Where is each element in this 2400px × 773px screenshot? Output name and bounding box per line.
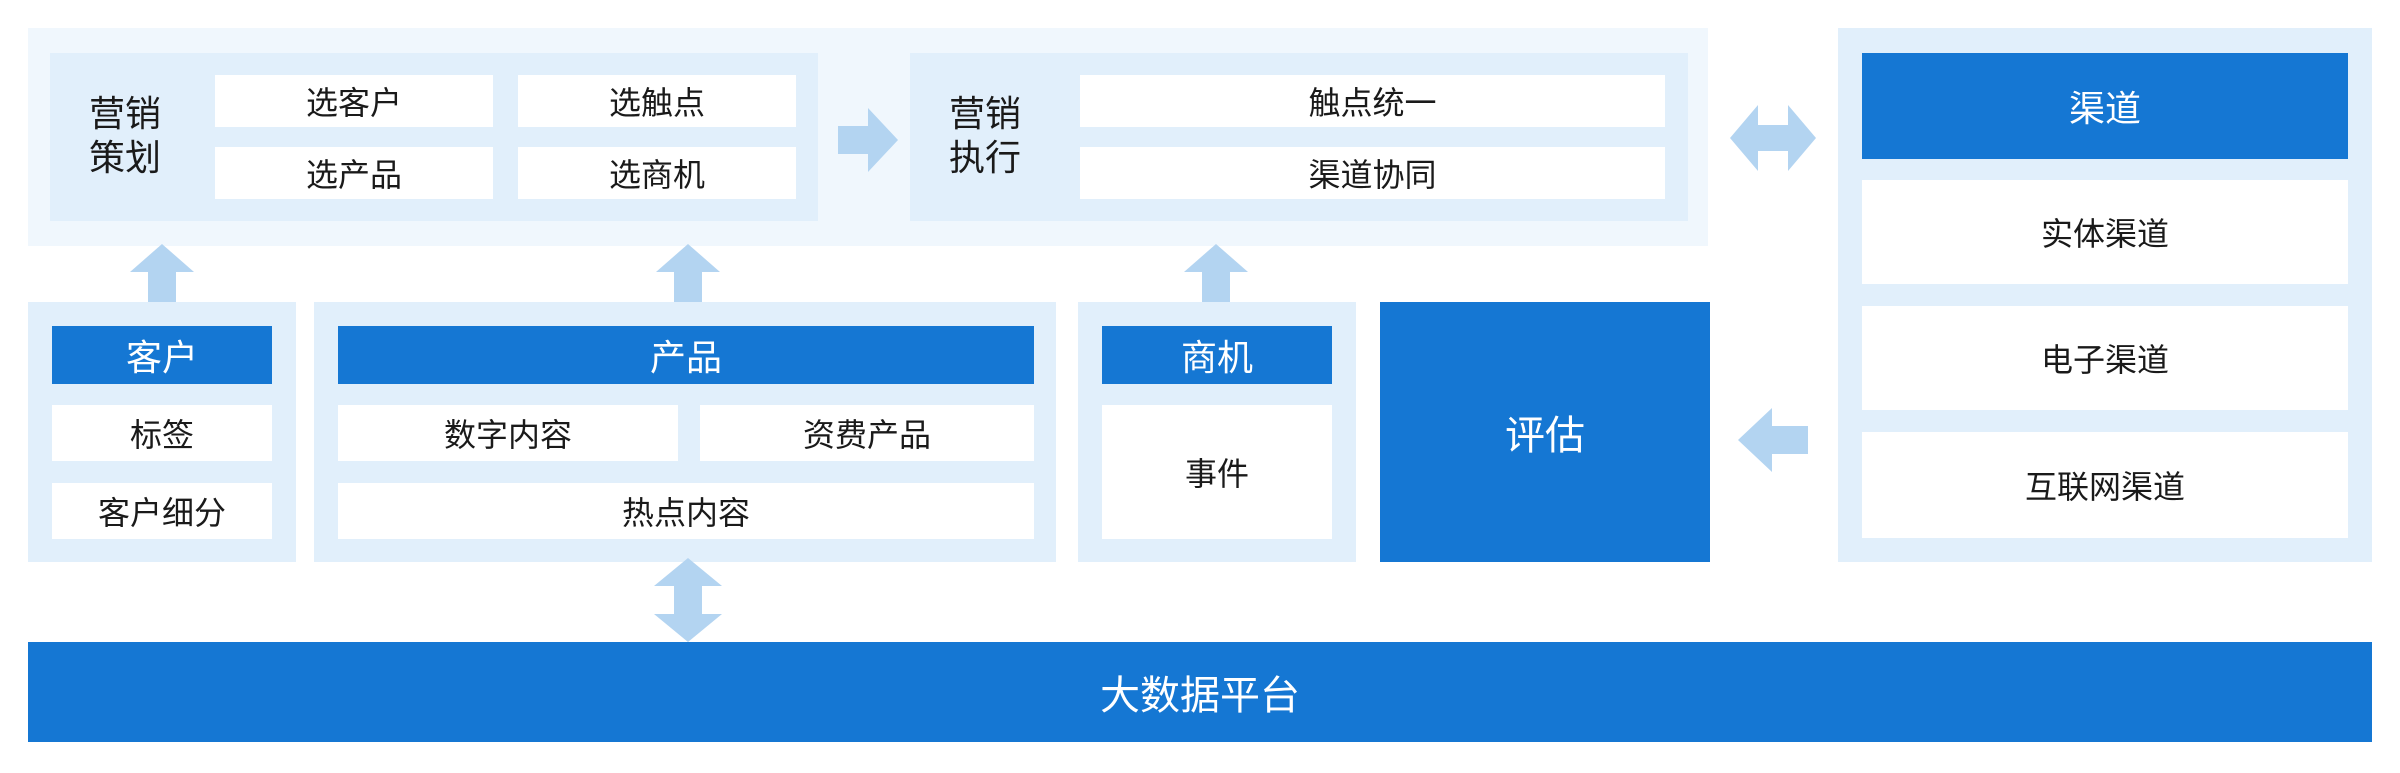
channels-header: 渠道	[1862, 53, 2348, 159]
evaluation-box: 评估	[1380, 302, 1710, 562]
select-touchpoint-box: 选触点	[518, 75, 796, 127]
marketing-execution-title-line2: 执行	[948, 138, 1021, 179]
electronic-channel-box: 电子渠道	[1862, 306, 2348, 410]
event-box: 事件	[1102, 405, 1332, 539]
marketing-planning-title: 营销 策划	[70, 72, 180, 202]
tags-box: 标签	[52, 405, 272, 461]
internet-channel-box: 互联网渠道	[1862, 432, 2348, 538]
select-product-box: 选产品	[215, 147, 493, 199]
up-arrow-icon	[130, 244, 194, 302]
tariff-product-box: 资费产品	[700, 405, 1034, 461]
marketing-planning-title-line2: 策划	[88, 138, 161, 179]
up-arrow-icon	[656, 244, 720, 302]
select-opportunity-box: 选商机	[518, 147, 796, 199]
hot-content-box: 热点内容	[338, 483, 1034, 539]
marketing-planning-title-line1: 营销	[88, 94, 161, 135]
up-down-arrow-icon	[654, 558, 722, 642]
left-arrow-icon	[1738, 408, 1808, 472]
left-right-arrow-icon	[1730, 105, 1816, 171]
channel-collaboration-box: 渠道协同	[1080, 147, 1665, 199]
right-arrow-icon	[838, 108, 898, 172]
big-data-platform-bar: 大数据平台	[28, 642, 2372, 742]
up-arrow-icon	[1184, 244, 1248, 302]
customer-segmentation-box: 客户细分	[52, 483, 272, 539]
select-customer-box: 选客户	[215, 75, 493, 127]
customer-header: 客户	[52, 326, 272, 384]
digital-content-box: 数字内容	[338, 405, 678, 461]
physical-channel-box: 实体渠道	[1862, 180, 2348, 284]
touchpoint-unified-box: 触点统一	[1080, 75, 1665, 127]
marketing-execution-title: 营销 执行	[930, 72, 1040, 202]
opportunity-header: 商机	[1102, 326, 1332, 384]
marketing-execution-title-line1: 营销	[948, 94, 1021, 135]
product-header: 产品	[338, 326, 1034, 384]
